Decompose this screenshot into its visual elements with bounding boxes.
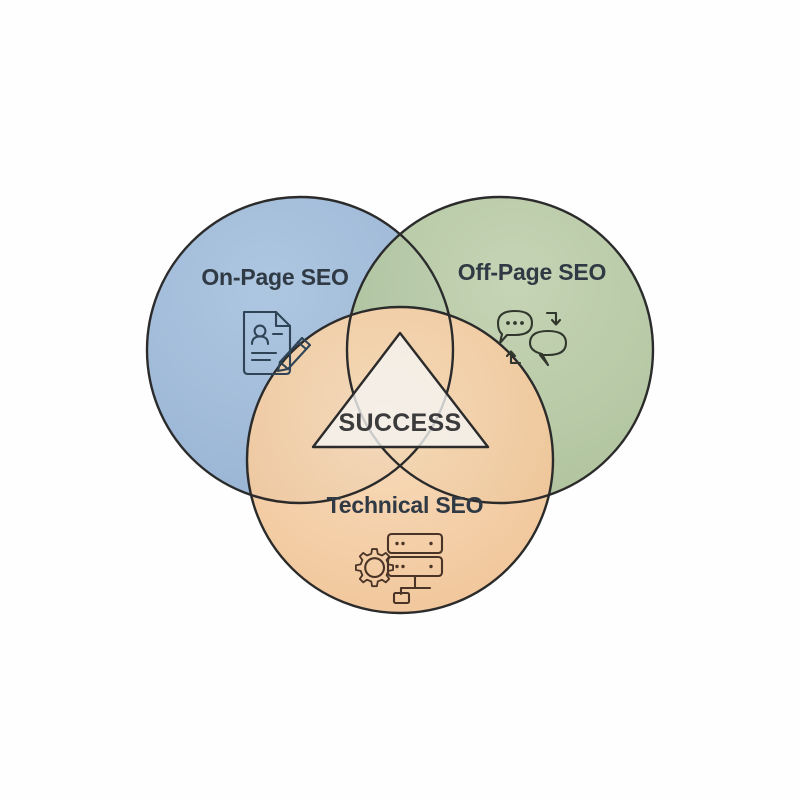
gear-icon: [355, 548, 394, 588]
label-on-page-seo: On-Page SEO: [201, 264, 348, 290]
label-success: SUCCESS: [339, 409, 462, 437]
circle-fills: [147, 197, 653, 613]
chat-bubbles-refresh-icon: [496, 309, 568, 367]
circle-fill-technical-seo[interactable]: [247, 307, 553, 613]
label-off-page-seo: Off-Page SEO: [458, 259, 606, 285]
circle-outline-on-page-seo: [145, 195, 455, 505]
circle-outline-off-page-seo: [345, 195, 655, 505]
server-gear-network-icon: [355, 532, 444, 605]
pencil-icon: [276, 336, 312, 373]
circle-outline-technical-seo: [245, 305, 555, 615]
label-technical-seo: Technical SEO: [327, 492, 484, 518]
document-person-pencil-icon: [242, 310, 312, 376]
circle-outlines: [145, 195, 655, 615]
success-triangle[interactable]: [311, 331, 490, 449]
